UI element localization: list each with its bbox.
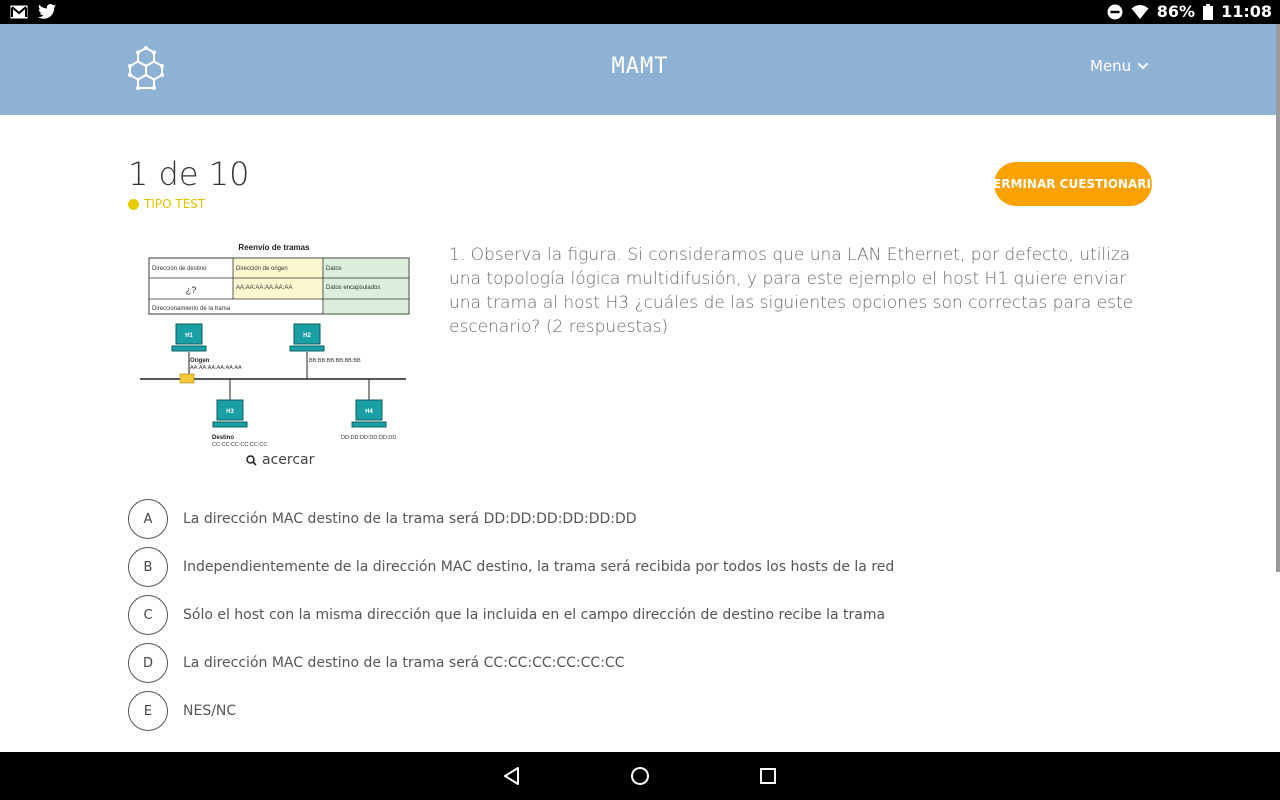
battery-level: 86%	[1156, 2, 1196, 21]
table-header-dest: Dirección de destino	[152, 266, 207, 272]
app-header: MAMT Menu	[0, 24, 1280, 115]
battery-icon	[1203, 4, 1214, 20]
finish-quiz-button[interactable]: TERMINAR CUESTIONARIO	[985, 162, 1161, 206]
option-text: La dirección MAC destino de la trama ser…	[183, 655, 625, 671]
option-letter: E	[128, 691, 168, 731]
wifi-icon	[1131, 5, 1149, 19]
twitter-icon	[38, 4, 56, 19]
type-dot-icon	[128, 198, 139, 210]
host-h4-mac: DD:DD:DD:DD:DD:DD	[341, 435, 396, 441]
option-b[interactable]: B Independientemente de la dirección MAC…	[128, 547, 1028, 587]
host-h1-label: H1	[185, 333, 193, 339]
gmail-icon	[10, 5, 28, 18]
chevron-down-icon	[1137, 62, 1149, 70]
app-title: MAMT	[611, 54, 669, 79]
frame-forwarding-figure[interactable]: Reenvío de tramas Dirección de destino D…	[138, 240, 413, 452]
host-h3-mac: CC:CC:CC:CC:CC:CC	[212, 442, 267, 448]
table-cell-src: AA:AA:AA:AA:AA:AA	[236, 285, 292, 291]
question-text: 1. Observa la figura. Si consideramos qu…	[449, 245, 1134, 337]
host-h3-label: H3	[226, 409, 234, 415]
table-header-src: Dirección de origen	[236, 266, 288, 272]
host-h3-icon: H3	[212, 399, 248, 428]
table-footer: Direccionamiento de la trama	[152, 306, 231, 312]
host-h2-mac: BB:BB:BB:BB:BB:BB	[309, 358, 361, 364]
host-h1-mac: AA:AA:AA:AA:AA:AA	[190, 365, 242, 371]
question-type-label: TIPO TEST	[144, 197, 206, 211]
table-header-data: Datos	[326, 266, 342, 272]
host-h2-label: H2	[303, 333, 311, 339]
home-icon[interactable]	[628, 764, 652, 788]
host-h4-icon: H4	[351, 399, 387, 428]
option-e[interactable]: E NES/NC	[128, 691, 1028, 731]
option-a[interactable]: A La dirección MAC destino de la trama s…	[128, 499, 1028, 539]
question-counter: 1 de 10	[128, 155, 250, 193]
clock: 11:08	[1221, 2, 1272, 21]
option-letter: C	[128, 595, 168, 635]
back-icon[interactable]	[500, 764, 524, 788]
table-cell-data: Datos encapsulados	[326, 285, 380, 291]
host-h1-role: Origen	[190, 358, 210, 364]
status-bar: 86% 11:08	[0, 0, 1280, 24]
zoom-link[interactable]: acercar	[246, 452, 314, 468]
option-letter: A	[128, 499, 168, 539]
option-text: NES/NC	[183, 703, 237, 719]
navigation-bar	[0, 752, 1280, 800]
recents-icon[interactable]	[756, 764, 780, 788]
host-h2-icon: H2	[289, 323, 325, 352]
option-letter: B	[128, 547, 168, 587]
do-not-disturb-icon	[1107, 4, 1123, 20]
host-h3-role: Destino	[212, 435, 234, 441]
option-text: Sólo el host con la misma dirección que …	[183, 607, 886, 623]
menu-button[interactable]: Menu	[1090, 57, 1149, 75]
table-cell-dest: ¿?	[186, 285, 197, 295]
option-d[interactable]: D La dirección MAC destino de la trama s…	[128, 643, 1028, 683]
option-text: La dirección MAC destino de la trama ser…	[183, 511, 637, 527]
question-type-badge: TIPO TEST	[128, 197, 205, 211]
option-c[interactable]: C Sólo el host con la misma dirección qu…	[128, 595, 1028, 635]
search-icon	[246, 454, 257, 466]
host-h4-label: H4	[365, 409, 373, 415]
zoom-label: acercar	[262, 452, 315, 468]
hexagon-logo-icon[interactable]	[127, 44, 165, 90]
host-h1-icon: H1	[171, 323, 207, 352]
figure-title: Reenvío de tramas	[238, 243, 310, 252]
menu-label: Menu	[1090, 57, 1132, 75]
scrollbar[interactable]	[1276, 24, 1280, 572]
option-text: Independientemente de la dirección MAC d…	[183, 559, 895, 575]
option-letter: D	[128, 643, 168, 683]
